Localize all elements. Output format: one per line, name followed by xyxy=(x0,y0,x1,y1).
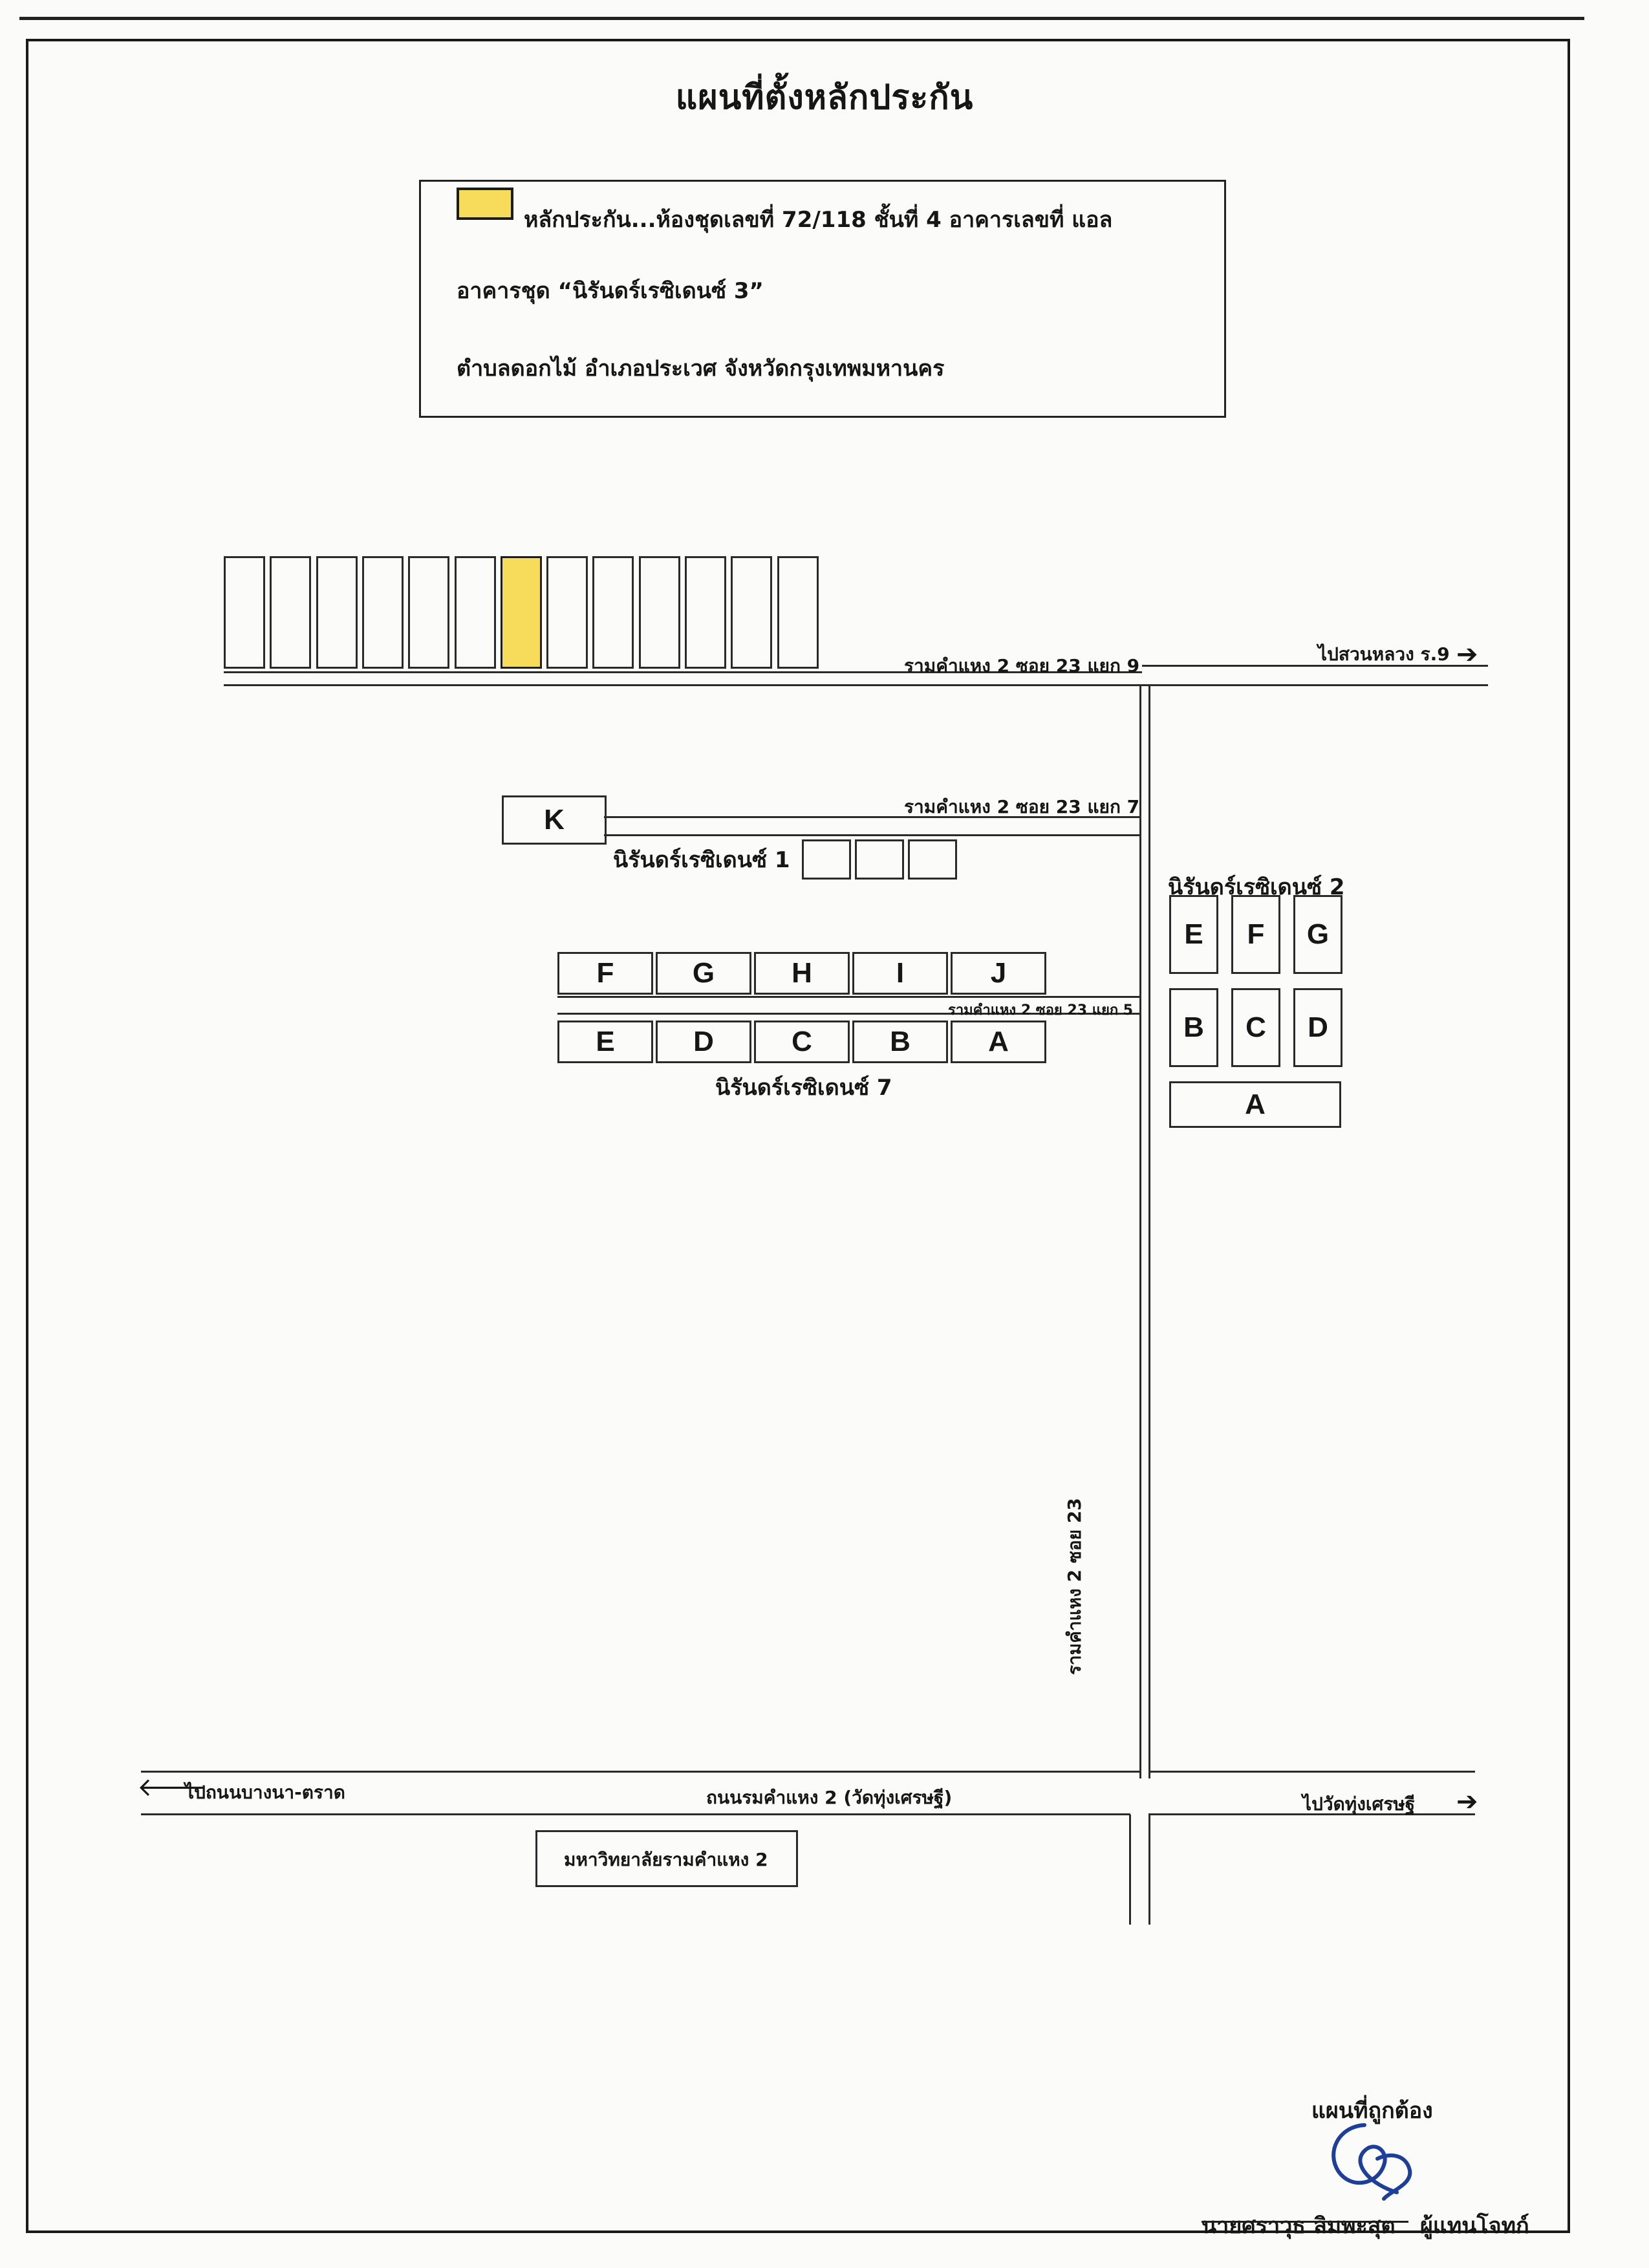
road-soi23-right xyxy=(1148,684,1150,1778)
residence7-upper-block: I xyxy=(852,952,948,995)
legend-line-3: ตำบลดอกไม้ อำเภอประเวศ จังหวัดกรุงเทพมหา… xyxy=(457,356,945,382)
label-soi23-5: รามคำแหง 2 ซอย 23 แยก 5 xyxy=(948,1002,1134,1019)
top-unit xyxy=(454,556,496,669)
main-road-bottom-left xyxy=(141,1813,1130,1815)
top-unit xyxy=(731,556,773,669)
residence2-row2-block: B xyxy=(1169,988,1218,1067)
top-unit xyxy=(777,556,819,669)
residence7-upper-block: H xyxy=(754,952,850,995)
road-soi23-9-top xyxy=(224,671,1142,673)
arrow-right-icon: ➔ xyxy=(1456,640,1478,669)
road-to-suanluang-top xyxy=(1142,665,1488,667)
page-title: แผนที่ตั้งหลักประกัน xyxy=(675,78,974,117)
top-unit xyxy=(685,556,726,669)
signature-role: ผู้แทนโจทก์ xyxy=(1420,2213,1529,2239)
road-soi23-9-bottom xyxy=(224,684,1142,686)
university-box xyxy=(535,1830,798,1887)
top-unit xyxy=(361,556,404,669)
signature-mark xyxy=(1331,2123,1412,2201)
road-to-suanluang-bottom xyxy=(1142,684,1488,686)
label-main-road: ถนนรมคำแหง 2 (วัดทุ่งเศรษฐี) xyxy=(706,1787,953,1808)
top-unit xyxy=(270,556,312,669)
arrow-right-icon: ➔ xyxy=(1456,1787,1478,1817)
main-road-top-left xyxy=(141,1771,1141,1773)
residence7-upper-block: J xyxy=(951,952,1046,995)
label-residence-1: นิรันดร์เรซิเดนซ์ 1 xyxy=(613,847,790,873)
main-road-top-right xyxy=(1148,1771,1475,1773)
top-unit xyxy=(316,556,358,669)
legend-box xyxy=(419,180,1226,418)
residence2-row2-block: C xyxy=(1231,988,1280,1067)
legend-line-2: อาคารชุด “นิรันดร์เรซิเดนซ์ 3” xyxy=(457,278,764,304)
residence7-lower-block: B xyxy=(852,1021,948,1063)
residence7-lower-block: D xyxy=(656,1021,751,1063)
road-soi23-7-top xyxy=(604,816,1141,818)
residence1-unit xyxy=(908,839,957,880)
label-to-suanluang: ไปสวนหลวง ร.9 xyxy=(1318,643,1450,665)
top-unit xyxy=(638,556,680,669)
residence7-lower-block: C xyxy=(754,1021,850,1063)
road-soi23-5-bottom xyxy=(557,1013,1139,1015)
residence2-row2-block: D xyxy=(1293,988,1342,1067)
label-soi23: รามคำแหง 2 ซอย 23 xyxy=(1064,1498,1085,1675)
residence2-row1-block: F xyxy=(1231,895,1280,974)
residence2-block-a: A xyxy=(1169,1081,1341,1128)
road-soi23-5-top xyxy=(557,996,1139,998)
top-unit xyxy=(224,556,265,669)
residence7-upper-block: G xyxy=(656,952,751,995)
road-south-left xyxy=(1129,1815,1131,1925)
signature-strike xyxy=(1202,2221,1408,2223)
residence1-unit xyxy=(802,839,851,880)
signature-caption: แผนที่ถูกต้อง xyxy=(1311,2098,1433,2124)
residence7-lower-block: A xyxy=(951,1021,1046,1063)
top-unit xyxy=(592,556,634,669)
residence7-lower-block: E xyxy=(557,1021,653,1063)
residence1-unit xyxy=(855,839,904,880)
residence2-row1-block: E xyxy=(1169,895,1218,974)
legend-swatch xyxy=(457,188,513,220)
top-rule xyxy=(19,17,1584,20)
page-frame xyxy=(26,39,1570,2233)
arrow-left-icon: 🡐 xyxy=(137,1773,207,1802)
label-soi23-7: รามคำแหง 2 ซอย 23 แยก 7 xyxy=(904,796,1140,817)
road-south-right xyxy=(1148,1815,1150,1925)
label-to-wat: ไปวัดทุ่งเศรษฐี xyxy=(1302,1793,1416,1815)
residence7-upper-block: F xyxy=(557,952,653,995)
residence2-row1-block: G xyxy=(1293,895,1342,974)
label-soi23-9: รามคำแหง 2 ซอย 23 แยก 9 xyxy=(904,655,1140,676)
top-unit xyxy=(408,556,450,669)
top-unit xyxy=(546,556,588,669)
block-k: K xyxy=(502,795,607,845)
road-soi23-7-bottom xyxy=(604,834,1141,836)
signature-name: นายศราวุธ ลิมพะสุต xyxy=(1202,2213,1396,2239)
label-to-bangna: ไปถนนบางนา-ตราด xyxy=(185,1782,345,1803)
main-road-bottom-right xyxy=(1148,1813,1475,1815)
label-university: มหาวิทยาลัยรามคำแหง 2 xyxy=(564,1849,768,1870)
top-unit-collateral xyxy=(500,556,542,669)
road-soi23-left xyxy=(1139,686,1141,1778)
label-residence-7: นิรันดร์เรซิเดนซ์ 7 xyxy=(715,1075,892,1101)
legend-line-1: หลักประกัน...ห้องชุดเลขที่ 72/118 ชั้นที… xyxy=(524,207,1113,233)
